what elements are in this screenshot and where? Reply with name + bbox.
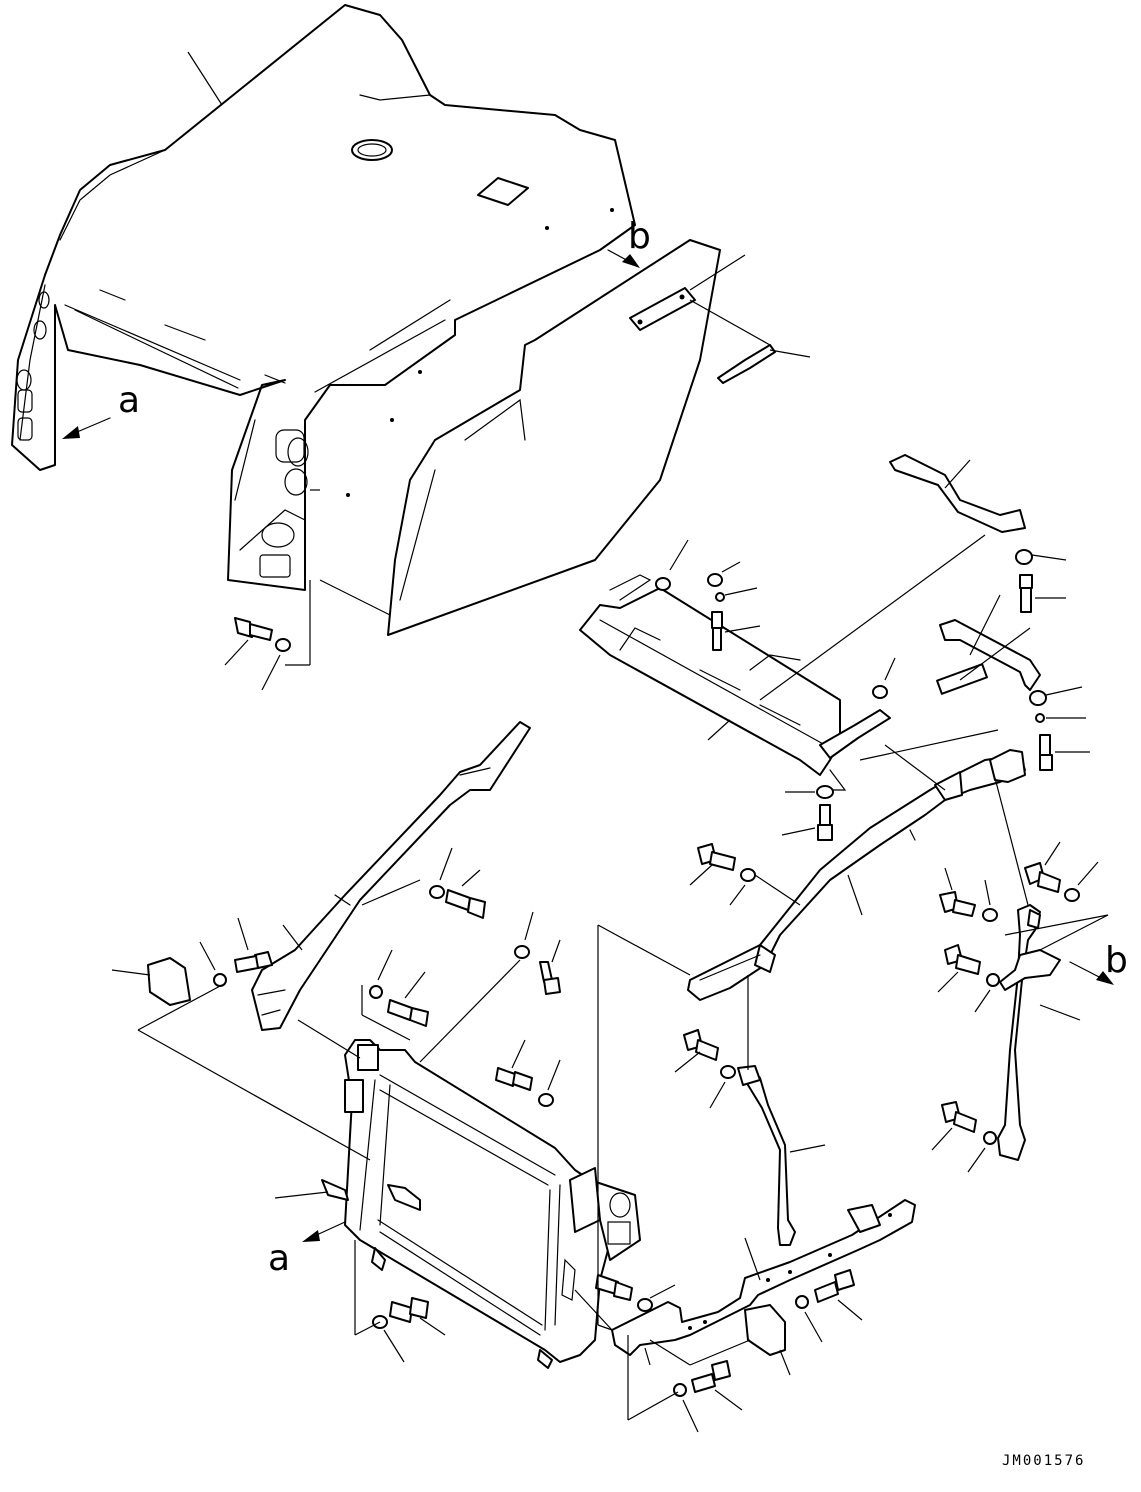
right-bolts: [674, 841, 1109, 1173]
view-arrow-b-right: b: [1069, 940, 1128, 985]
upper-right-bracket: [889, 454, 1026, 533]
view-label-b-right: b: [1105, 940, 1128, 981]
frame-bolts: [711, 574, 1090, 841]
lower-bolts: [627, 1269, 863, 1433]
view-arrow-b-top: b: [607, 216, 651, 268]
right-long-stay: [687, 744, 1026, 1001]
lower-cover-plate: [744, 1304, 791, 1376]
view-label-b-top: b: [628, 216, 651, 257]
hood-support-frame: [579, 534, 999, 791]
left-cover-plate: [111, 957, 191, 1006]
view-label-a-bottom: a: [268, 1238, 290, 1279]
frame-washers: [655, 539, 1086, 799]
guard-bolts: [137, 879, 676, 1363]
figure-id: JM001576: [1002, 1453, 1085, 1469]
lower-cross-member: [611, 1199, 916, 1366]
engine-hood: [11, 4, 636, 591]
left-bolts: [199, 847, 561, 1107]
view-arrow-a-top: a: [62, 380, 140, 439]
center-vertical-stay: [737, 975, 826, 1246]
view-arrow-a-bottom: a: [268, 1221, 346, 1279]
lower-right-bracket: [936, 594, 1041, 695]
hood-leaders: [187, 51, 391, 666]
right-vertical-stay: [994, 777, 1081, 1161]
side-door-panel: [387, 239, 811, 636]
assembly-leaders: [574, 924, 691, 1331]
left-stay-rod: [251, 721, 531, 1031]
radiator-guard-frame: [274, 1039, 641, 1369]
view-label-a-top: a: [118, 380, 140, 421]
hood-mount-bolt: [224, 617, 291, 691]
